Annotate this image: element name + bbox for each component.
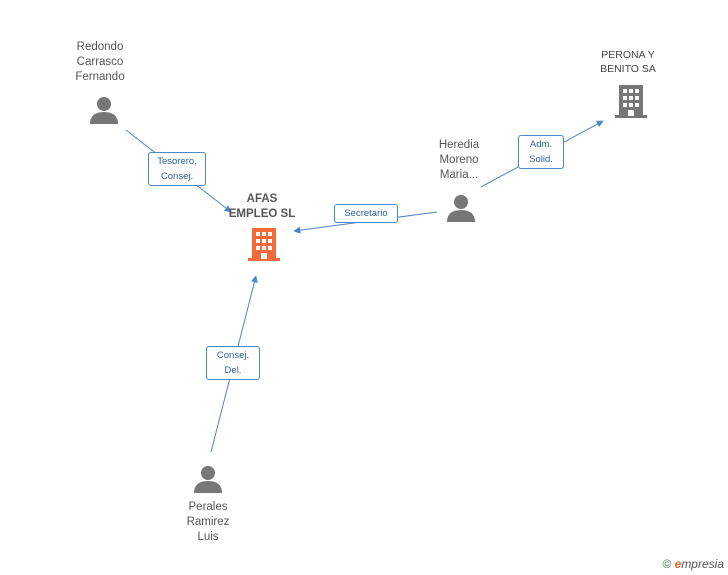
edge-label-secretario[interactable]: Secretario — [334, 204, 398, 223]
copyright-icon: © — [662, 557, 672, 571]
person-icon[interactable] — [193, 464, 223, 494]
person-label-perales[interactable]: Perales Ramirez Luis — [186, 501, 230, 543]
building-icon[interactable] — [248, 228, 280, 262]
empresia-logo[interactable]: © empresia — [662, 557, 724, 571]
company-label-afas[interactable]: AFAS EMPLEO SL — [228, 193, 296, 220]
person-icon[interactable] — [89, 95, 119, 125]
company-label-perona[interactable]: PERONA Y BENITO SA — [600, 49, 656, 75]
edge-label-consej-del[interactable]: Consej. Del. — [206, 346, 260, 380]
person-label-heredia[interactable]: Heredia Moreno Maria... — [438, 139, 480, 181]
person-icon[interactable] — [446, 193, 476, 223]
edge-label-tesorero[interactable]: Tesorero, Consej. — [148, 152, 206, 186]
building-icon[interactable] — [615, 85, 647, 119]
edge-label-adm[interactable]: Adm. Solid. — [518, 135, 564, 169]
person-label-redondo[interactable]: Redondo Carrasco Fernando — [75, 41, 125, 83]
